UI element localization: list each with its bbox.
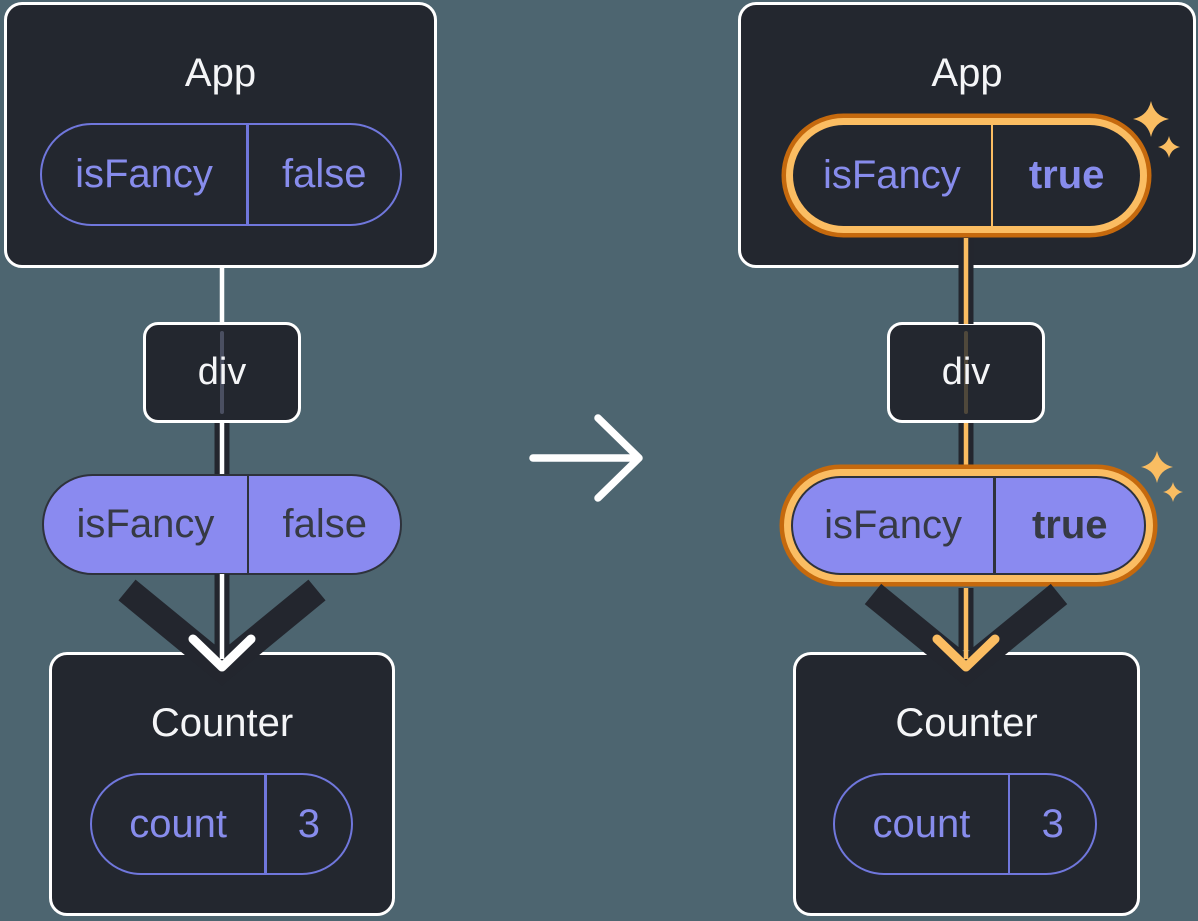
pill-divider bbox=[264, 775, 267, 873]
state-key: isFancy bbox=[75, 152, 213, 196]
state-value: 3 bbox=[297, 801, 320, 846]
pill-divider bbox=[993, 478, 996, 573]
pill-divider bbox=[990, 125, 994, 226]
counter-title-before: Counter bbox=[150, 701, 294, 745]
state-key: isFancy bbox=[822, 153, 961, 197]
pill-divider bbox=[246, 125, 249, 224]
pill-divider bbox=[246, 476, 250, 573]
right-arrow-icon bbox=[529, 414, 643, 502]
prop-pill-after: isFancy true bbox=[791, 476, 1146, 575]
app-title-after: App bbox=[931, 51, 1003, 95]
counter-state-pill-before: count 3 bbox=[90, 773, 353, 875]
state-line-through-div bbox=[219, 331, 225, 414]
prop-key: isFancy bbox=[76, 502, 215, 546]
counter-state-pill-after: count 3 bbox=[833, 773, 1097, 875]
div-node-box-after: div bbox=[887, 322, 1045, 423]
prop-value: false bbox=[282, 502, 367, 546]
state-line-through-div bbox=[963, 331, 969, 414]
state-value: 3 bbox=[1041, 801, 1064, 846]
prop-key: isFancy bbox=[824, 503, 962, 547]
state-value: false bbox=[282, 152, 367, 196]
sparkles-icon bbox=[1141, 451, 1183, 502]
app-state-pill-after: isFancy true bbox=[793, 125, 1140, 226]
pill-divider bbox=[1007, 775, 1011, 873]
div-node-box-before: div bbox=[143, 322, 301, 423]
div-label-before: div bbox=[197, 351, 247, 393]
state-key: count bbox=[872, 801, 971, 846]
app-state-pill-before: isFancy false bbox=[40, 123, 402, 226]
counter-title-after: Counter bbox=[895, 701, 1038, 745]
prop-value: true bbox=[1031, 503, 1108, 547]
app-title-before: App bbox=[184, 51, 257, 95]
div-label-after: div bbox=[941, 351, 991, 393]
state-value: true bbox=[1028, 153, 1105, 197]
state-key: count bbox=[129, 801, 228, 846]
prop-pill-before: isFancy false bbox=[42, 474, 402, 575]
